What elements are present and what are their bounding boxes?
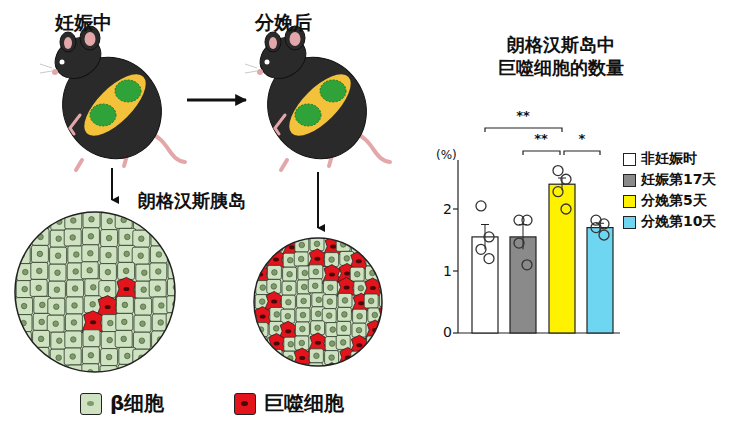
- legend-item: 妊娠第17天: [623, 171, 716, 189]
- axis-label: (%): [436, 148, 457, 163]
- legend-text: 非妊娠时: [641, 150, 697, 168]
- legend-swatch: [234, 393, 256, 415]
- mouse-figure: [245, 26, 390, 178]
- axis-label: 2: [443, 201, 452, 219]
- legend-item: 非妊娠时: [623, 150, 697, 168]
- legend-swatch: [623, 216, 636, 229]
- bar: [549, 184, 575, 333]
- legend-item: β细胞: [80, 390, 164, 417]
- node-heading: 妊娠中: [45, 10, 112, 36]
- legend-item: 巨噬细胞: [234, 390, 344, 417]
- significance-mark: **: [534, 131, 548, 147]
- legend-text: 分娩第10天: [641, 213, 716, 231]
- bar: [587, 228, 613, 333]
- axis-label: 0: [443, 324, 452, 342]
- legend-text: 巨噬细胞: [264, 390, 344, 417]
- cell-nucleus: [241, 401, 248, 406]
- legend-text: 妊娠第17天: [641, 171, 716, 189]
- bar: [472, 237, 498, 333]
- legend-swatch: [623, 153, 636, 166]
- chart-title: 朗格汉斯岛中 巨噬细胞的数量: [490, 34, 632, 79]
- mouse-node: 妊娠中: [45, 6, 185, 168]
- mouse-node: 分娩后: [250, 6, 382, 172]
- islet-figure: [13, 211, 187, 383]
- legend-text: 分娩第5天: [641, 192, 707, 210]
- significance-mark: **: [516, 108, 530, 124]
- figure-label: 朗格汉斯胰岛: [138, 190, 246, 213]
- significance-bracket: [485, 128, 562, 132]
- leader-arrow: [111, 168, 113, 200]
- legend-swatch: [623, 174, 636, 187]
- legend-text: β细胞: [110, 390, 164, 417]
- bar: [510, 237, 536, 333]
- cell-nucleus: [87, 401, 94, 406]
- mouse-figure: [40, 26, 185, 178]
- legend-item: 分娩第10天: [623, 213, 716, 231]
- significance-bracket: [523, 151, 560, 155]
- axis-label: 1: [443, 263, 452, 281]
- leader-arrow: [317, 172, 319, 228]
- legend-item: 分娩第5天: [623, 192, 707, 210]
- significance-mark: *: [579, 131, 586, 147]
- node-heading: 分娩后: [250, 10, 312, 36]
- legend-swatch: [623, 195, 636, 208]
- islet-figure: [250, 237, 398, 383]
- significance-bracket: [564, 151, 600, 155]
- flow-arrow: [187, 99, 246, 102]
- legend-swatch: [80, 393, 102, 415]
